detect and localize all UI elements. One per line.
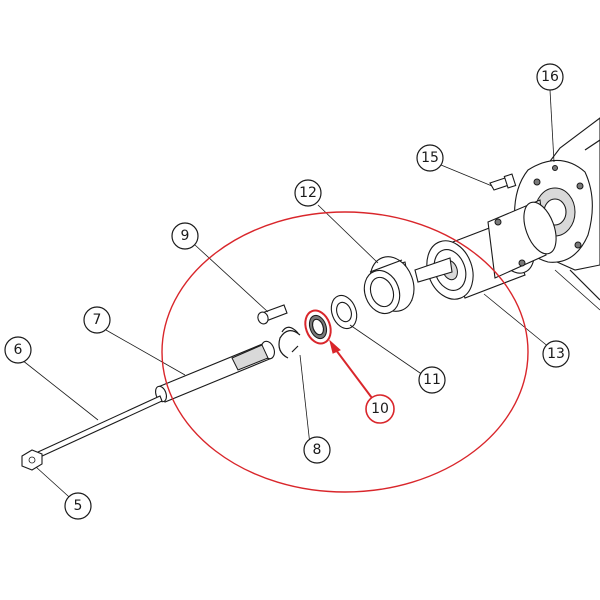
part-7-shaft-sleeve <box>155 340 275 403</box>
callout-7: 7 <box>83 306 111 334</box>
highlight-arrow-head <box>329 339 341 354</box>
callout-12: 12 <box>294 179 322 207</box>
callout-5: 5 <box>64 492 92 520</box>
callout-11: 11 <box>418 366 446 394</box>
callout-10: 10 <box>365 394 395 424</box>
callout-15-label: 15 <box>421 150 439 166</box>
callout-13: 13 <box>542 340 570 368</box>
highlight-group <box>161 211 529 493</box>
highlight-ellipse <box>161 211 529 493</box>
callout-9-label: 9 <box>181 228 190 244</box>
part-6-rod <box>37 395 163 458</box>
callout-13-label: 13 <box>547 346 565 362</box>
part-8-circlip <box>278 326 301 359</box>
callout-6: 6 <box>4 336 32 364</box>
callout-8-label: 8 <box>313 442 322 458</box>
callout-16: 16 <box>536 63 564 91</box>
callout-15: 15 <box>416 144 444 172</box>
part-5-nut <box>21 449 43 471</box>
callout-11-label: 11 <box>423 372 441 388</box>
part-11-bearing <box>330 294 358 330</box>
part-10-seal <box>304 309 332 345</box>
callout-7-label: 7 <box>93 312 102 328</box>
callout-12-label: 12 <box>299 185 317 201</box>
callout-9: 9 <box>171 222 199 250</box>
part-13-bearing-housing <box>414 199 557 300</box>
part-12-flanged-cup <box>363 256 415 315</box>
callout-5-label: 5 <box>74 498 83 514</box>
callout-8: 8 <box>303 436 331 464</box>
leader-lines <box>21 89 600 506</box>
callout-16-label: 16 <box>541 69 559 85</box>
highlight-arrow <box>332 345 373 399</box>
part-15-bolt <box>440 164 517 191</box>
callout-10-label: 10 <box>371 401 389 417</box>
part-9-bolt <box>257 304 288 325</box>
callout-6-label: 6 <box>14 342 23 358</box>
